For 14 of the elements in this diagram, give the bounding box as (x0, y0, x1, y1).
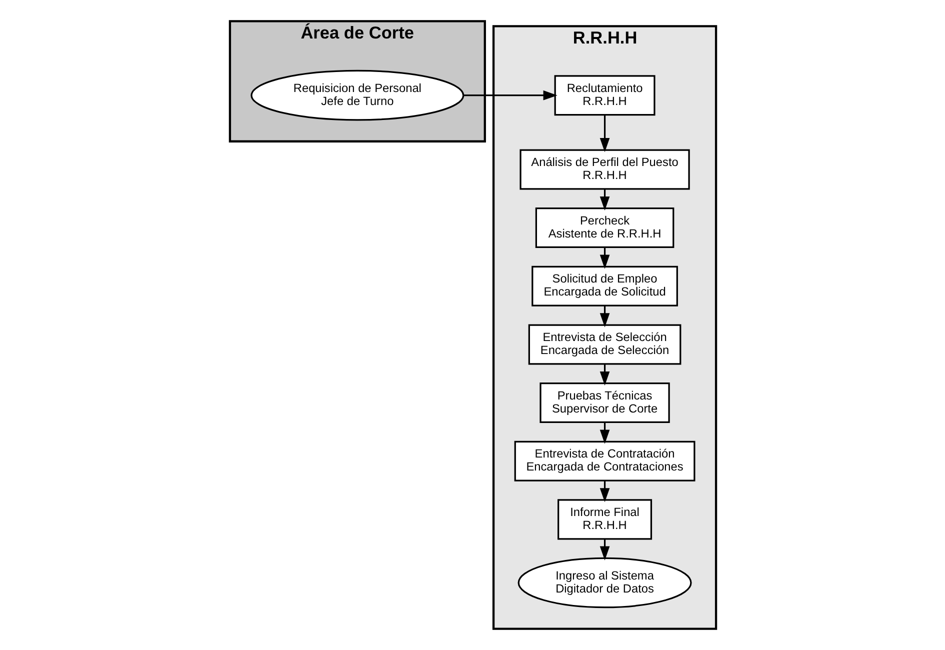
node-box: Informe Final R.R.H.H (557, 499, 652, 540)
node-box: Entrevista de Selección Encargada de Selección (528, 324, 681, 365)
node-ellipse: Ingreso al Sistema Digitador de Datos (517, 557, 692, 608)
arrow (599, 539, 610, 560)
arrow (599, 422, 610, 444)
node-box: Análisis de Perfil del Puesto R.R.H.H (519, 149, 690, 190)
node-box: Pruebas Técnicas Supervisor de Corte (539, 382, 670, 424)
node-ellipse: Requisicion de Personal Jefe de Turno (250, 70, 464, 121)
node-box: Reclutamiento R.R.H.H (554, 75, 655, 116)
node-box: Entrevista de Contratación Encargada de Contrataciones (514, 440, 695, 482)
node-box: Solicitud de Empleo Encargada de Solicitud (531, 266, 678, 306)
arrow (463, 90, 557, 100)
node-box: Percheck Asistente de R.R.H.H (534, 208, 674, 248)
arrow (599, 114, 610, 152)
